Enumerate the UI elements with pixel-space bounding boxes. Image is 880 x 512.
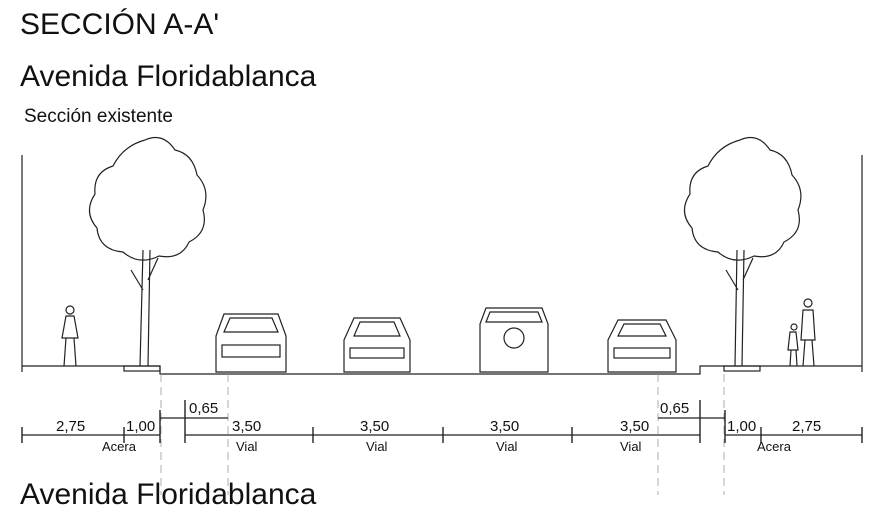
dim-lane-4: 3,50 [620,418,649,435]
car-4 [607,319,677,373]
guide-lines [160,374,725,495]
tree-right [683,137,802,367]
zone-label: Vial [496,439,518,454]
car-2 [343,317,411,373]
dim-planter-right: 1,00 [727,418,756,435]
dim-gutter-left: 0,65 [189,400,218,417]
ground-profile [22,365,862,375]
pedestrians-right [787,298,816,367]
dim-planter-left: 1,00 [126,418,155,435]
dimension-line [21,400,863,443]
tree-left [88,137,207,367]
zone-label: Vial [620,439,642,454]
dim-lane-1: 3,50 [232,418,261,435]
section-label: Sección existente [24,106,173,127]
dim-gutter-right: 0,65 [660,400,689,417]
pedestrian-left [61,305,79,367]
tree-pit-right [723,365,761,372]
zone-label: Vial [236,439,258,454]
zone-label: Vial [366,439,388,454]
dim-lane-2: 3,50 [360,418,389,435]
drawing-title: SECCIÓN A-A' [20,8,220,41]
tree-pit-left [123,365,161,372]
car-1 [215,313,287,373]
street-name: Avenida Floridablanca [20,60,317,93]
dim-sidewalk-left: 2,75 [56,418,85,435]
dim-lane-3: 3,50 [490,418,519,435]
zone-label: Acera [757,439,792,454]
zone-label: Acera [102,439,137,454]
dim-sidewalk-right: 2,75 [792,418,821,435]
cross-section-drawing: 2,75 1,00 0,65 3,50 3,50 3,50 3,50 0,65 … [21,137,863,495]
car-3-suv [479,307,549,373]
